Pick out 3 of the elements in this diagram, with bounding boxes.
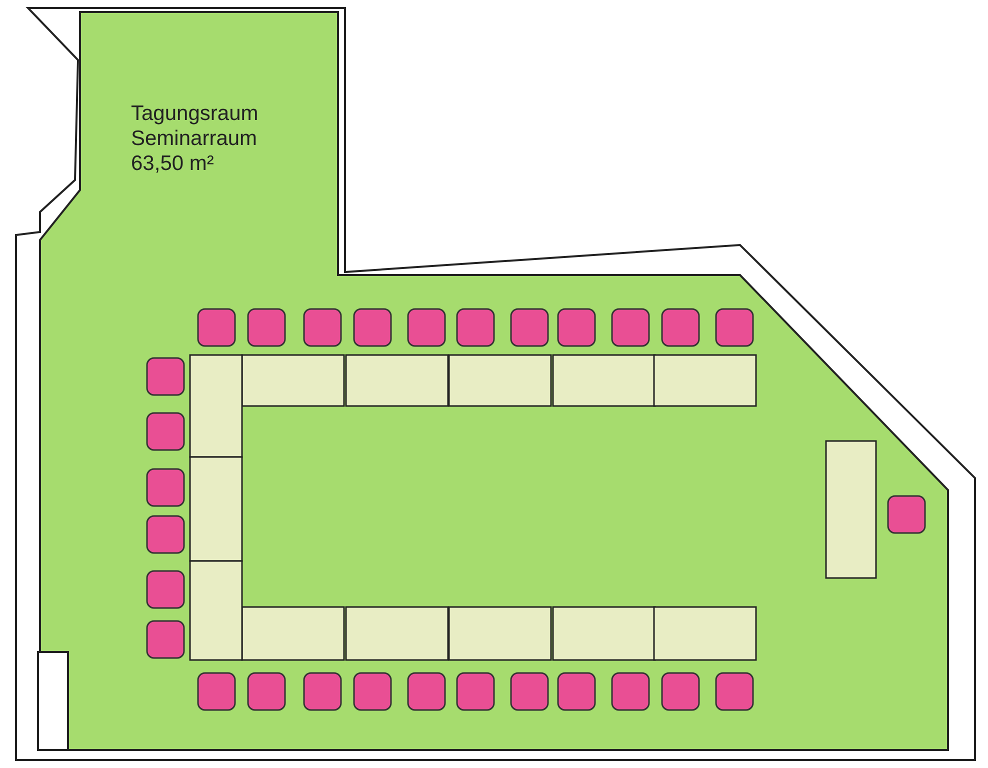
room-name: Seminarraum <box>131 127 258 151</box>
room-area: 63,50 m² <box>131 152 214 176</box>
room-name: Tagungsraum <box>131 102 258 126</box>
